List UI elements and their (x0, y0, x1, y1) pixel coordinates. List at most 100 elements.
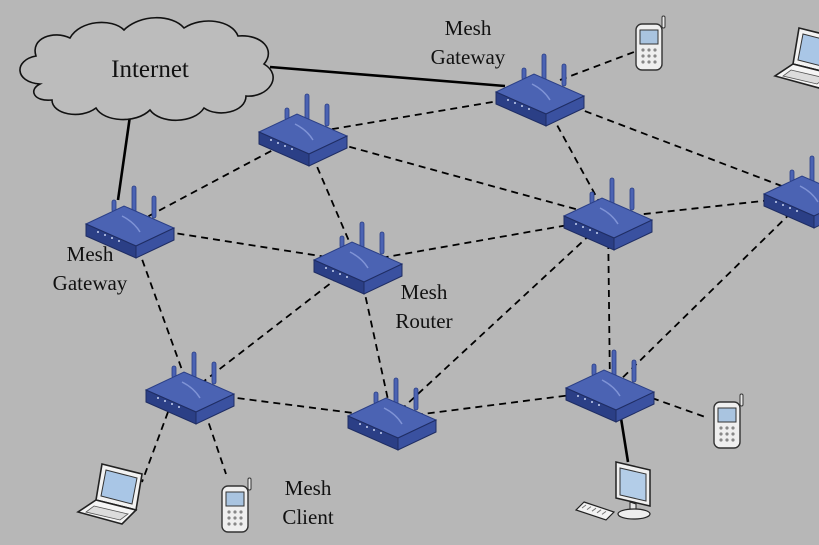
router-led (796, 210, 798, 212)
router-highlight (799, 185, 819, 203)
router-led (582, 226, 584, 228)
laptop-icon-laptop-bottom-left (76, 463, 143, 525)
router-side-face (397, 419, 437, 451)
router-led (325, 267, 327, 269)
router-led (171, 403, 173, 405)
router-icon-r-center (312, 221, 404, 295)
router-side-face (615, 391, 655, 423)
router-led (577, 395, 579, 397)
router-icon-r-upper (257, 93, 349, 167)
router-led (164, 400, 166, 402)
phone-key (227, 522, 231, 526)
internet-label: Internet (111, 56, 189, 83)
phone-icon-phone-bottom-left (221, 477, 252, 533)
router-highlight (181, 381, 201, 399)
phone-key (239, 516, 243, 520)
phone-key (641, 60, 645, 64)
router-led (97, 231, 99, 233)
link-r-lower-right-to-phone-bottom-right (651, 397, 709, 419)
link-r-center-to-r-right (357, 217, 609, 263)
internet-cloud: Internet (19, 17, 274, 121)
router-icon-r-lower-left (144, 351, 236, 425)
label-line: Mesh (284, 476, 332, 500)
link-r-far-right-to-r-lower-right (609, 195, 809, 391)
laptop-screen (100, 469, 138, 505)
antenna (631, 359, 637, 383)
label-line: Mesh (400, 280, 448, 304)
desktop-keyboard (574, 501, 616, 521)
keyboard-key (581, 504, 587, 509)
router-side-face (363, 263, 403, 295)
desktop-icon-desktop-bottom-right (574, 461, 651, 521)
phone-screen (225, 491, 245, 507)
antenna (211, 361, 217, 385)
router-icon-r-lower-center (346, 377, 438, 451)
router-highlight (294, 123, 314, 141)
keyboard-key (591, 507, 597, 512)
keyboard-key (601, 510, 607, 515)
phone-key (725, 426, 729, 430)
router-led (178, 406, 180, 408)
router-icon-r-far-right (762, 155, 819, 229)
phone-key (227, 516, 231, 520)
link-r-right-to-r-far-right (607, 195, 809, 219)
phone-key (719, 432, 723, 436)
phone-key (719, 438, 723, 442)
link-internet-to-gw-left (116, 115, 132, 201)
router-led (157, 397, 159, 399)
router-led (782, 204, 784, 206)
phone-key (725, 438, 729, 442)
phone-key (731, 438, 735, 442)
phone-key (647, 60, 651, 64)
antenna (413, 387, 419, 411)
router-led (339, 273, 341, 275)
link-r-right-to-r-lower-center (391, 217, 609, 419)
router-icon-gw-top (494, 53, 586, 127)
monitor-base (617, 508, 651, 520)
router-led (373, 429, 375, 431)
phone-key (653, 48, 657, 52)
router-led (528, 108, 530, 110)
router-side-face (545, 95, 585, 127)
router-side-face (195, 393, 235, 425)
phone-key (641, 54, 645, 58)
laptop-keyboard (85, 505, 129, 521)
router-led (584, 398, 586, 400)
router-icon-r-right (562, 177, 654, 251)
router-led (589, 229, 591, 231)
label-line: Mesh (66, 242, 114, 266)
router-side-face (613, 219, 653, 251)
label-line: Gateway (52, 271, 128, 295)
router-led (575, 223, 577, 225)
phone-key (239, 522, 243, 526)
phone-antenna (661, 15, 666, 29)
label-line: Mesh (444, 16, 492, 40)
router-led (291, 148, 293, 150)
phone-key (233, 510, 237, 514)
router-led (104, 234, 106, 236)
phone-key (719, 426, 723, 430)
phone-key (641, 48, 645, 52)
phone-key (239, 510, 243, 514)
mesh-client-label: Mesh Client (262, 474, 354, 532)
router-highlight (349, 251, 369, 269)
phone-key (233, 516, 237, 520)
router-highlight (601, 379, 621, 397)
link-r-lower-left-to-phone-bottom-left (204, 411, 227, 475)
phone-antenna (247, 477, 252, 491)
phone-screen (639, 29, 659, 45)
phone-key (731, 426, 735, 430)
router-led (380, 432, 382, 434)
router-led (775, 201, 777, 203)
label-line: Gateway (430, 45, 506, 69)
router-led (521, 105, 523, 107)
phone-screen (717, 407, 737, 423)
phone-key (647, 54, 651, 58)
antenna (379, 231, 385, 255)
router-side-face (308, 135, 348, 167)
router-highlight (531, 83, 551, 101)
router-led (366, 426, 368, 428)
router-led (270, 139, 272, 141)
